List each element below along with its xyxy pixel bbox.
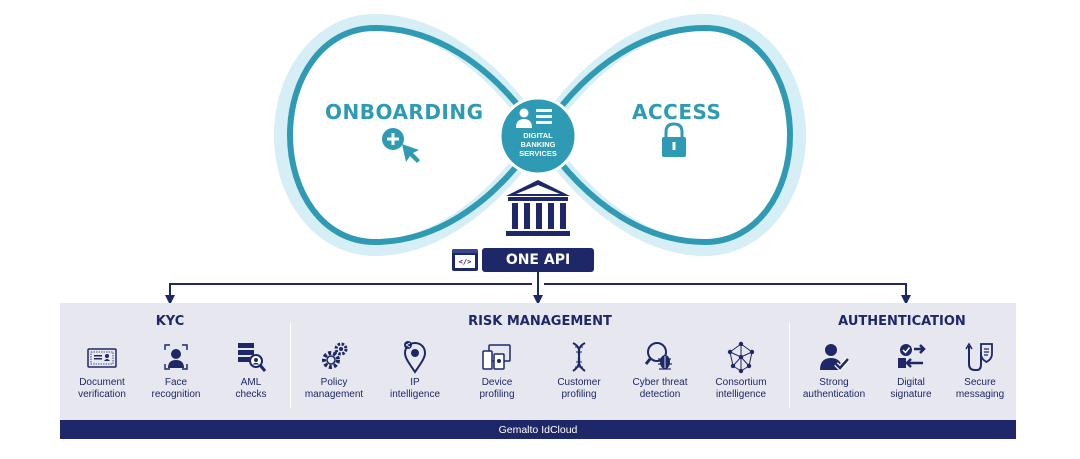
authentication-title: AUTHENTICATION <box>838 314 966 329</box>
footer-bar: Gemalto IdCloud <box>60 420 1016 439</box>
person-document-icon <box>516 108 552 128</box>
access-title: ACCESS <box>632 100 722 124</box>
api-connectors <box>165 272 911 305</box>
divider-risk-auth <box>789 323 790 408</box>
dna-icon <box>572 342 586 372</box>
location-pin-icon <box>403 341 427 374</box>
hub-label: DIGITAL BANKING SERVICES <box>519 131 557 158</box>
kyc-title: KYC <box>155 314 185 329</box>
network-icon <box>727 341 755 374</box>
risk-management-title: RISK MANAGEMENT <box>468 314 612 329</box>
lock-icon <box>662 122 686 157</box>
divider-kyc-risk <box>290 323 291 408</box>
secure-message-icon <box>965 342 993 371</box>
aml-search-icon <box>238 343 267 372</box>
bank-building-icon <box>506 180 570 236</box>
user-check-icon <box>820 344 850 372</box>
bug-magnifier-icon <box>644 342 672 370</box>
document-id-icon <box>87 348 117 368</box>
one-api-box: ONE API <box>482 248 594 272</box>
gears-icon <box>322 342 348 369</box>
hub-circle <box>498 96 578 176</box>
signature-exchange-icon <box>898 344 926 368</box>
onboarding-title: ONBOARDING <box>325 100 484 124</box>
devices-icon <box>482 344 511 370</box>
services-panel <box>60 303 1016 420</box>
code-icon: </> <box>452 249 478 271</box>
plus-cursor-icon <box>382 128 420 163</box>
face-recognition-icon <box>164 344 188 370</box>
